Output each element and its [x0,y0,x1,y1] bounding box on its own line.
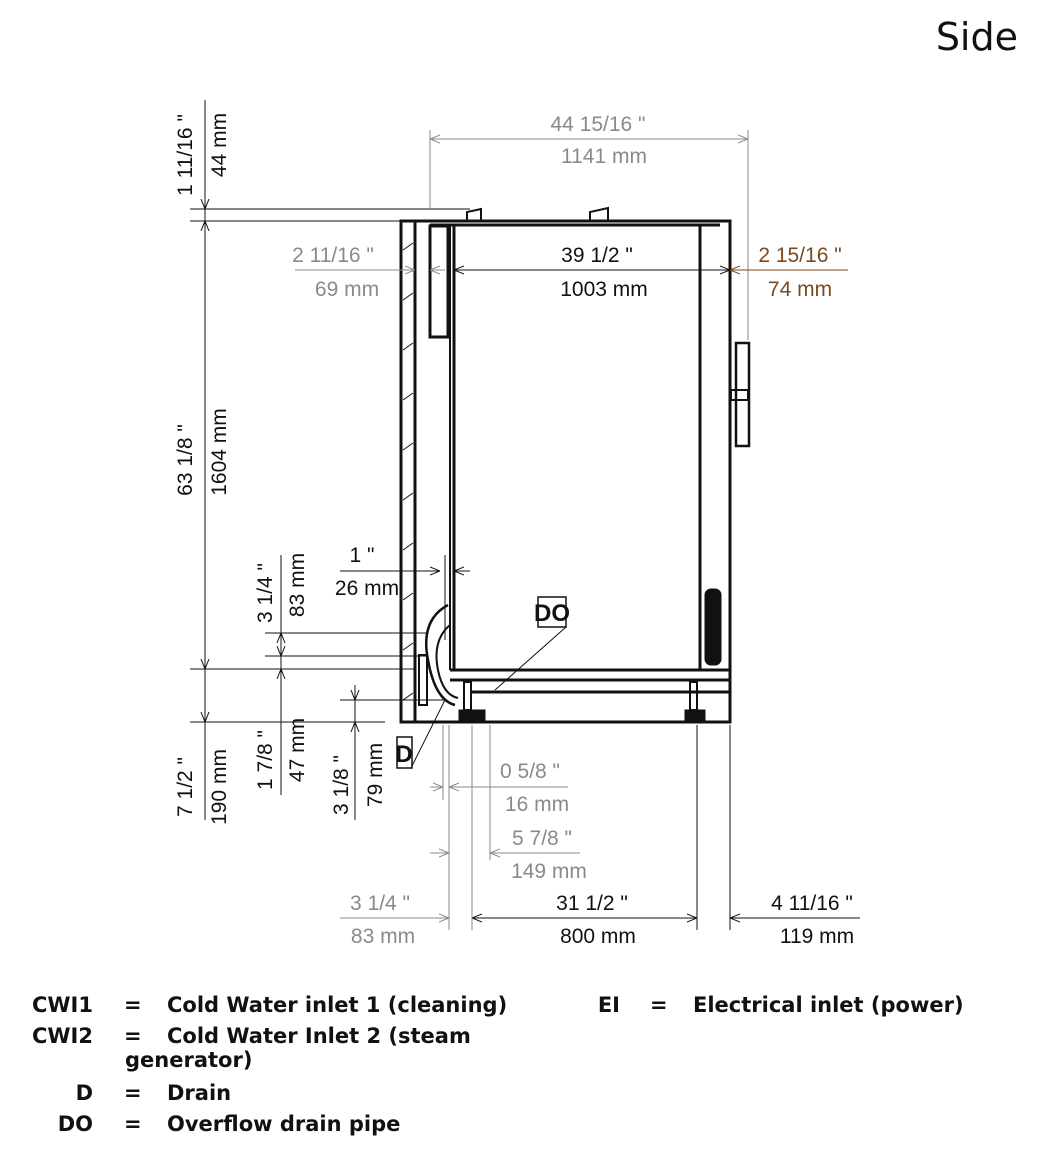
dim-overall-depth-in: 44 15/16 " [550,113,645,136]
svg-text:Drain: Drain [167,1081,231,1105]
foot-rear [463,681,472,711]
foot-front [689,681,698,711]
dim-wall-gap-in: 2 11/16 " [292,244,374,267]
dim-inlet-height-mm: 47 mm [286,718,309,782]
legend: CWI1 = Cold Water inlet 1 (cleaning) CWI… [32,993,964,1136]
legend-item-do: DO = Overflow drain pipe [58,1112,401,1136]
label-do-text: DO [534,600,570,627]
dim-door-depth-in: 2 15/16 " [758,244,841,267]
dim-inner-gap-in: 1 " [350,544,375,567]
dim-top-offset-mm: 44 mm [208,113,231,177]
legend-item-ei: EI = Electrical inlet (power) [598,993,964,1017]
label-do: DO [534,596,570,628]
dim-cavity-depth-mm: 1003 mm [560,278,648,301]
dim-drain-to-foot-in: 5 7/8 " [512,827,572,850]
dim-leg-height-mm: 190 mm [208,749,231,825]
wall-hatching [402,242,414,701]
dim-inlet-height-in: 1 7/8 " [254,730,277,790]
legend-item-d: D = Drain [76,1081,232,1105]
svg-text:Cold Water Inlet 2 (steam: Cold Water Inlet 2 (steam [167,1024,471,1048]
dim-cavity-depth-in: 39 1/2 " [561,244,633,267]
label-d: D [395,736,413,769]
svg-text:generator): generator) [125,1048,252,1072]
dim-rear-offset-in: 3 1/4 " [350,892,410,915]
dim-inlet-spacing-mm: 83 mm [286,553,309,617]
dim-drain-to-foot-mm: 149 mm [511,860,587,883]
dim-front-overhang-mm: 119 mm [780,925,854,948]
view-title: Side [936,15,1018,59]
legend-item-cwi2: CWI2 = Cold Water Inlet 2 (steam generat… [32,1024,471,1072]
label-d-text: D [395,741,412,768]
svg-text:DO: DO [58,1112,93,1136]
svg-text:Cold Water inlet 1 (cleaning): Cold Water inlet 1 (cleaning) [167,993,507,1017]
dim-front-overhang-in: 4 11/16 " [771,892,853,915]
svg-text:=: = [650,993,668,1017]
svg-text:=: = [124,1024,142,1048]
dim-foot-spacing-mm: 800 mm [560,925,636,948]
svg-text:D: D [76,1081,93,1105]
svg-text:=: = [124,1112,142,1136]
svg-text:=: = [124,1081,142,1105]
svg-text:EI: EI [598,993,620,1017]
dim-rear-offset-mm: 83 mm [351,925,415,948]
dim-drain-height-in: 3 1/8 " [330,755,353,815]
do-leader [494,626,567,691]
svg-text:CWI1: CWI1 [32,993,93,1017]
dimension-lines [190,100,860,930]
dim-drain-offset-in: 0 5/8 " [500,760,560,783]
d-leader [410,699,446,769]
dim-height-in: 63 1/8 " [174,424,197,496]
inner-panel [428,224,450,339]
dim-foot-spacing-in: 31 1/2 " [556,892,628,915]
appliance-body [399,206,751,724]
dim-height-mm: 1604 mm [208,408,231,496]
svg-text:CWI2: CWI2 [32,1024,93,1048]
svg-text:Electrical inlet (power): Electrical inlet (power) [693,993,964,1017]
svg-text:Overflow drain pipe: Overflow drain pipe [167,1112,400,1136]
dim-overall-depth-mm: 1141 mm [561,145,647,168]
dim-drain-height-mm: 79 mm [364,743,387,807]
dim-top-offset-in: 1 11/16 " [174,114,197,196]
dim-wall-gap-mm: 69 mm [315,278,379,301]
dim-door-depth-mm: 74 mm [768,278,832,301]
electrical-inlet [704,588,722,666]
dim-drain-offset-mm: 16 mm [505,793,569,816]
svg-text:=: = [124,993,142,1017]
legend-item-cwi1: CWI1 = Cold Water inlet 1 (cleaning) [32,993,507,1017]
dim-inner-gap-mm: 26 mm [335,577,399,600]
dim-inlet-spacing-in: 3 1/4 " [254,563,277,623]
dim-leg-height-in: 7 1/2 " [174,757,197,817]
